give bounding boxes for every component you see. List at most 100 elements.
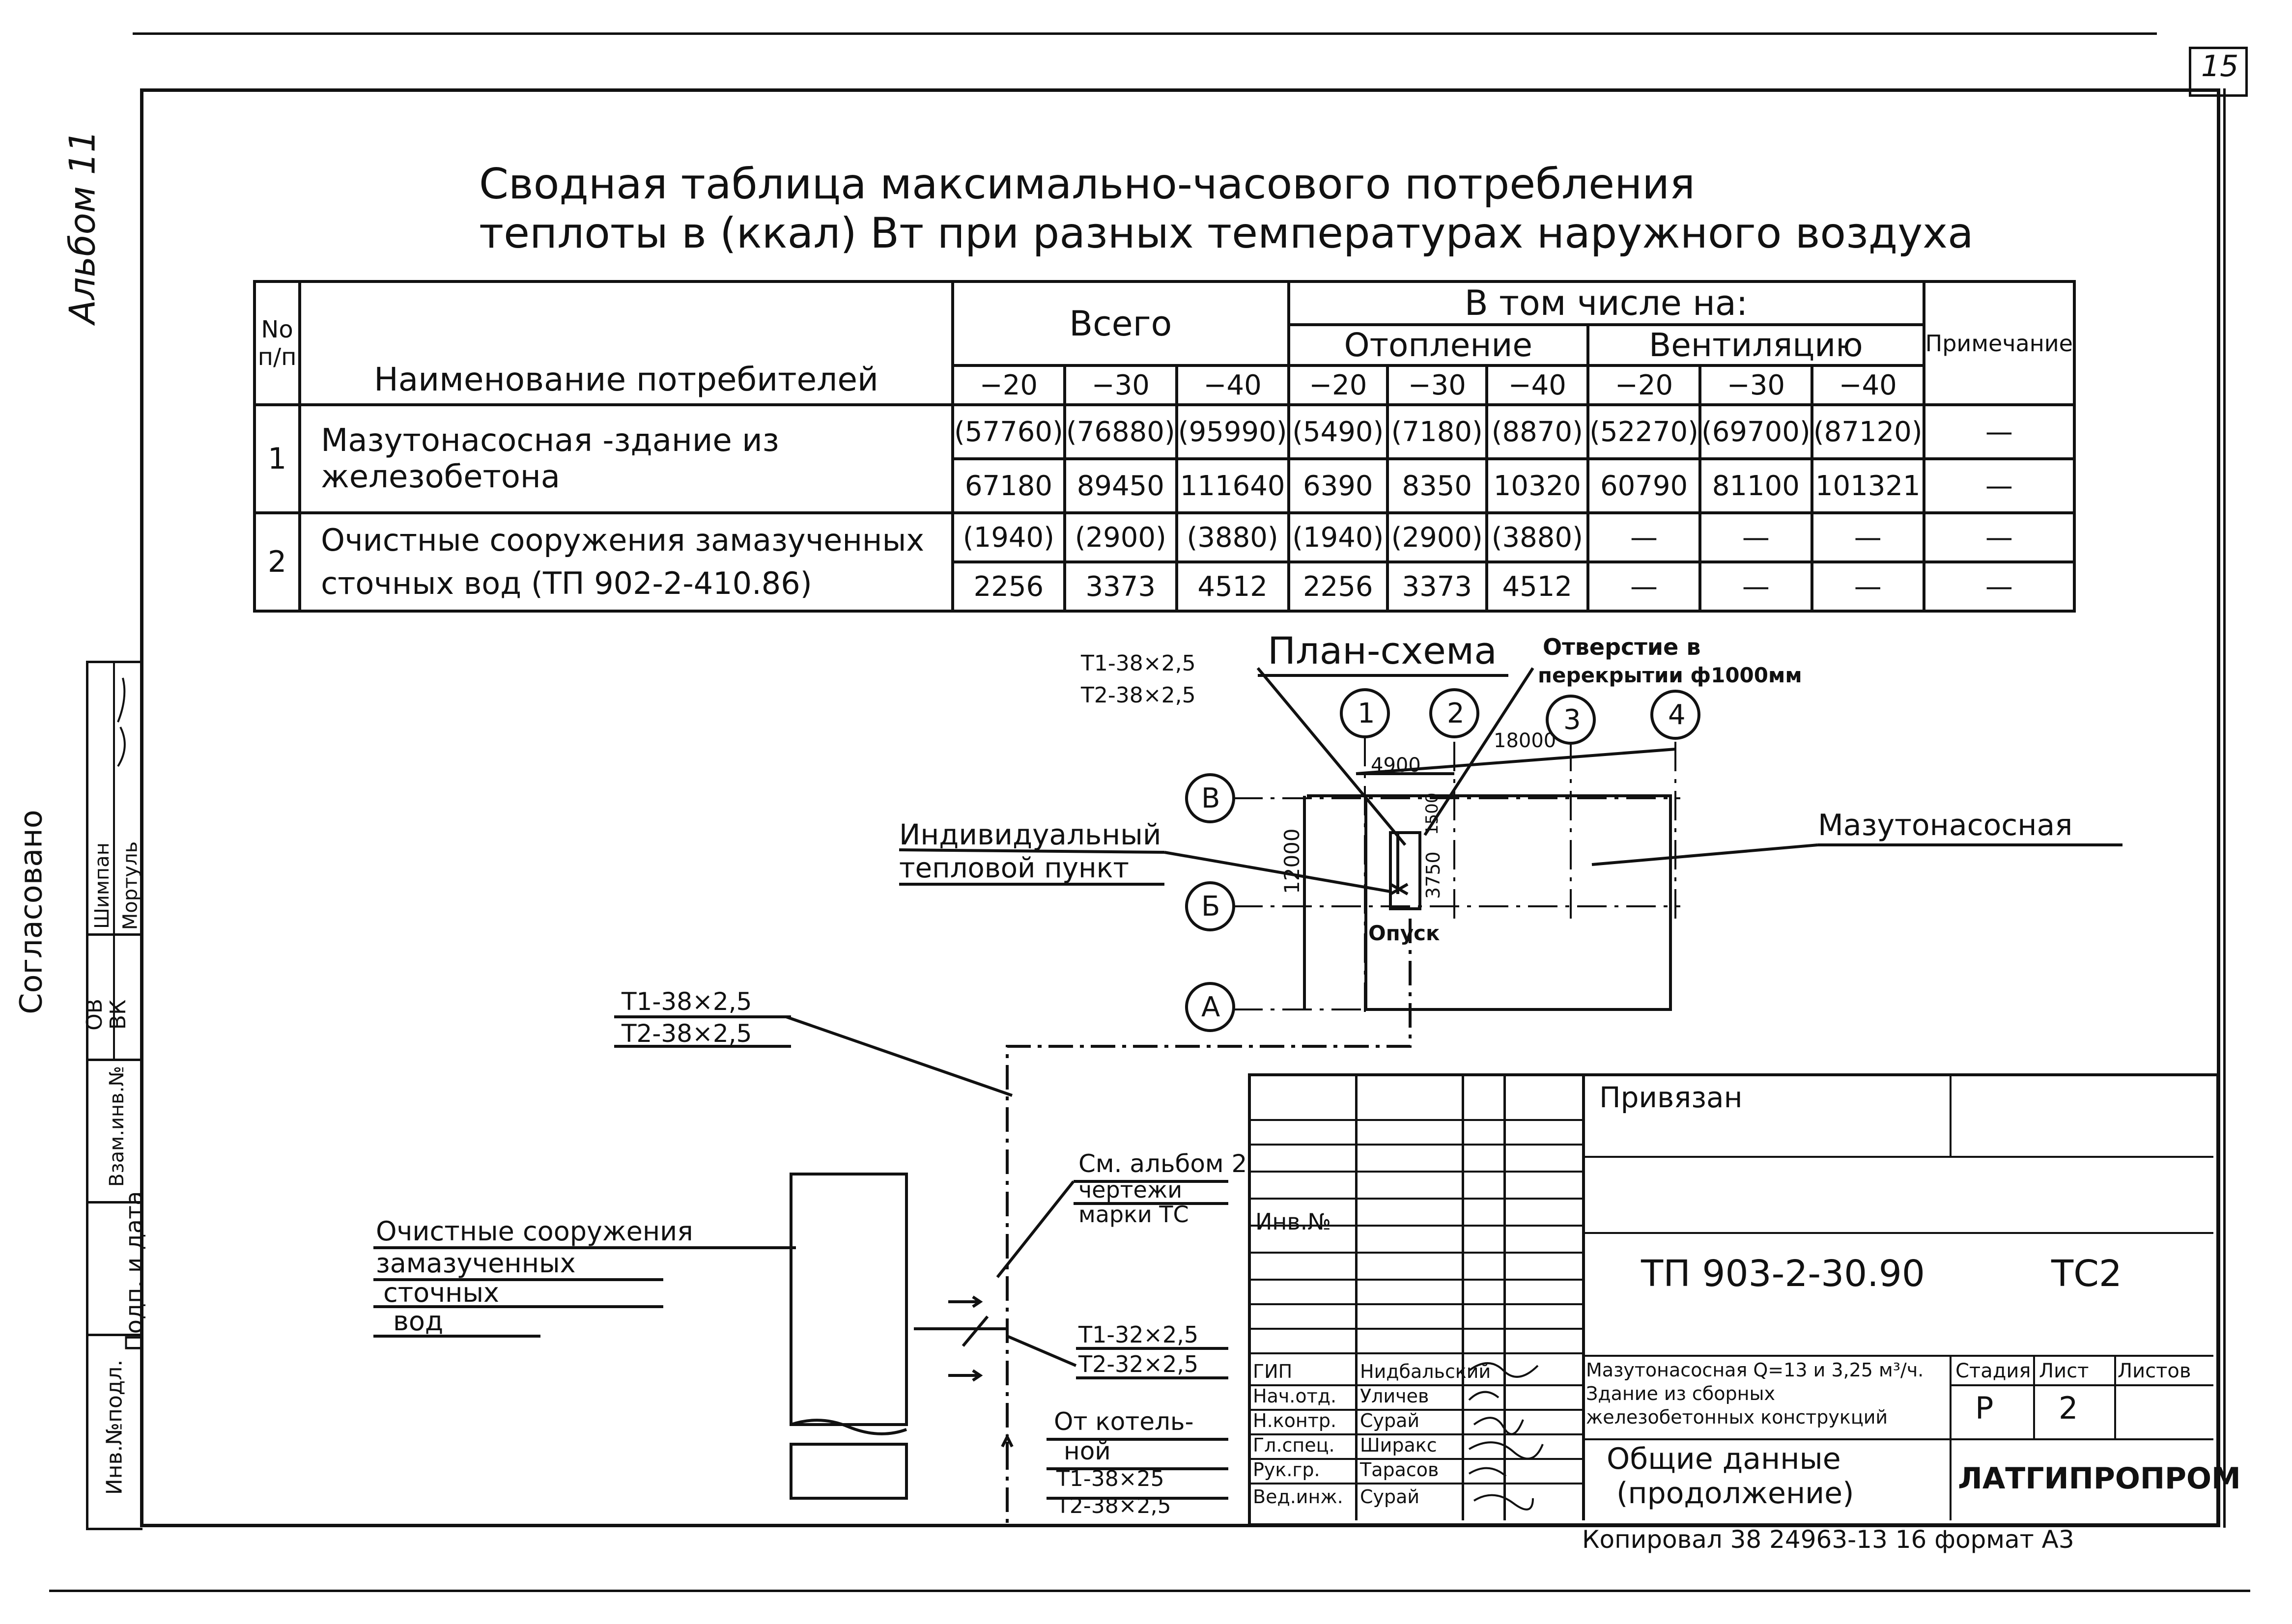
stamp-col — [1462, 1073, 1464, 1520]
stamp-doc-title-1: Общие данные — [1607, 1442, 1841, 1476]
stamp-role: Вед.инж. — [1253, 1486, 1343, 1508]
treatment-2: замазученных — [376, 1248, 576, 1279]
pipe-low-1: Т1-32×2,5 — [1078, 1321, 1199, 1348]
kcal-cell: (52270) — [1586, 403, 1701, 460]
frame-right-double — [2223, 88, 2226, 1528]
note-cell: — — [1922, 403, 2076, 460]
treatment-3: сточных — [383, 1277, 499, 1308]
pipe-top-1: Т1-38×2,5 — [1081, 651, 1196, 676]
kcal-cell: (2900) — [1386, 511, 1488, 563]
axis-circle — [1546, 695, 1596, 745]
header-incl: В том числе на: — [1287, 280, 1925, 326]
opening-2: перекрытии ф1000мм — [1538, 663, 1802, 687]
pipe-mid-2: Т2-38×2,5 — [622, 1019, 752, 1048]
bottom-sheet-line — [49, 1590, 2250, 1592]
summary-table: No п/п Наименование потребителей Всего В… — [253, 280, 2076, 613]
boiler-1: От котель- — [1054, 1407, 1194, 1436]
w-cell: 4512 — [1485, 560, 1590, 613]
kcal-cell: (1940) — [1287, 511, 1389, 563]
stamp-role: Н.контр. — [1253, 1410, 1337, 1431]
temp-cell: −20 — [951, 364, 1066, 406]
stamp-name: Нидбальский — [1360, 1361, 1491, 1382]
stamp-role: Нач.отд. — [1253, 1385, 1337, 1407]
w-cell: 3373 — [1063, 560, 1178, 613]
kcal-cell: (87120) — [1810, 403, 1925, 460]
pipe-top-2: Т2-38×2,5 — [1081, 683, 1196, 708]
header-name: Наименование потребителей — [298, 280, 954, 406]
w-cell: 6390 — [1287, 457, 1389, 514]
side-divider — [86, 1059, 140, 1061]
stamp-sheet-h: Лист — [2039, 1360, 2089, 1382]
side-divider — [86, 1201, 140, 1204]
stamp-role: ГИП — [1253, 1361, 1293, 1382]
temp-cell: −20 — [1287, 364, 1389, 406]
row-circle — [1185, 773, 1235, 823]
w-cell: 89450 — [1063, 457, 1178, 514]
footer-copy: Копировал 38 24963-13 16 формат А3 — [1582, 1525, 2074, 1554]
stamp-name: Тарасов — [1360, 1459, 1439, 1481]
stamp-inv-no: Инв.№ — [1255, 1208, 1331, 1235]
temp-cell: −30 — [1063, 364, 1178, 406]
stamp-sheets-h: Листов — [2118, 1360, 2191, 1382]
building-label: Мазутонасосная — [1818, 808, 2073, 842]
axis-label: 3 — [1563, 704, 1581, 736]
w-cell: 2256 — [1287, 560, 1389, 613]
top-sheet-line — [133, 32, 2157, 35]
stamp-name: Сурай — [1360, 1410, 1420, 1431]
stamp-role: Рук.гр. — [1253, 1459, 1320, 1481]
note-cell: — — [1922, 457, 2076, 514]
kcal-cell: (8870) — [1485, 403, 1590, 460]
dim-18000: 18000 — [1494, 729, 1556, 752]
w-cell: 60790 — [1586, 457, 1701, 514]
stamp-stage: Р — [1975, 1390, 1994, 1426]
temp-cell: −40 — [1810, 364, 1925, 406]
stamp-col — [1503, 1073, 1506, 1520]
temp-cell: −30 — [1698, 364, 1813, 406]
opening-1: Отверстие в — [1543, 634, 1701, 660]
kcal-cell: (3880) — [1485, 511, 1590, 563]
axis-circle — [1340, 688, 1390, 738]
plan-title: План-схема — [1268, 629, 1497, 672]
axis-circle — [1429, 688, 1479, 738]
kcal-cell: (1940) — [951, 511, 1066, 563]
note-cell: — — [1922, 560, 2076, 613]
axis-label: 4 — [1668, 699, 1686, 731]
header-no: No п/п — [253, 280, 302, 406]
w-cell: 81100 — [1698, 457, 1813, 514]
treatment-1: Очистные сооружения — [376, 1216, 693, 1247]
temp-cell: −20 — [1586, 364, 1701, 406]
w-cell: 4512 — [1175, 560, 1290, 613]
opusk-label: Опуск — [1368, 921, 1440, 945]
stamp-name: Сурай — [1360, 1486, 1420, 1508]
row-circle — [1185, 881, 1235, 931]
row-label: В — [1201, 783, 1220, 814]
side-divider — [86, 1334, 140, 1336]
axis-circle — [1650, 690, 1700, 740]
title-line-2: теплоты в (ккал) Вт при разных температу… — [479, 209, 1974, 258]
row-name: Мазутонасосная -здание из железобетона — [298, 403, 954, 514]
axis-label: 1 — [1358, 698, 1375, 729]
w-cell: — — [1698, 560, 1813, 613]
stamp-doc-title-2: (продолжение) — [1616, 1476, 1854, 1511]
w-cell: 8350 — [1386, 457, 1488, 514]
temp-cell: −40 — [1175, 364, 1290, 406]
note-cell: — — [1922, 511, 2076, 563]
w-cell: 2256 — [951, 560, 1066, 613]
temp-cell: −30 — [1386, 364, 1488, 406]
w-cell: — — [1586, 560, 1701, 613]
boiler-2: ной — [1064, 1437, 1111, 1465]
row-no: 1 — [253, 403, 302, 514]
header-note: Примечание — [1922, 280, 2076, 406]
kcal-cell: (7180) — [1386, 403, 1488, 460]
w-cell: 10320 — [1485, 457, 1590, 514]
stamp-sheet: 2 — [2059, 1390, 2078, 1426]
row-label: Б — [1201, 891, 1220, 923]
axis-label: 2 — [1447, 698, 1465, 729]
see-album-1: См. альбом 2 — [1078, 1149, 1247, 1178]
w-cell: 67180 — [951, 457, 1066, 514]
itp-label-2: тепловой пункт — [899, 852, 1130, 884]
kcal-cell: — — [1586, 511, 1701, 563]
stamp-name: Уличев — [1360, 1385, 1429, 1407]
w-cell: 3373 — [1386, 560, 1488, 613]
